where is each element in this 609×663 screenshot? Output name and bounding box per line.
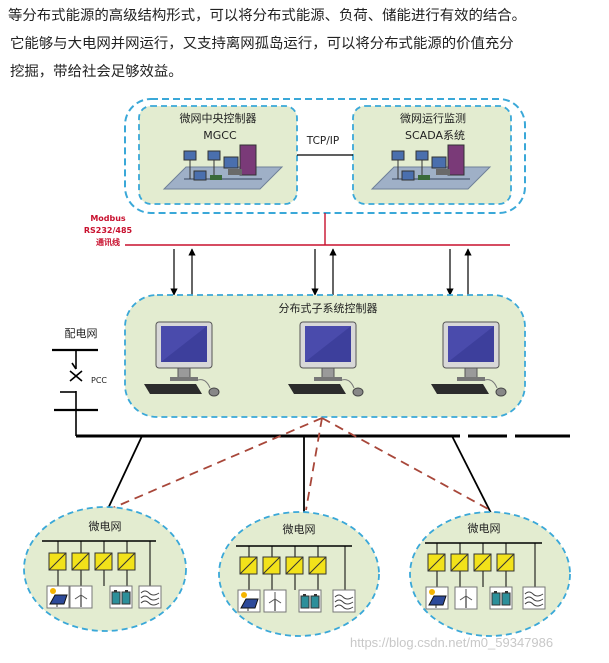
feeder-lines [104, 435, 493, 516]
converter-icon [285, 556, 304, 575]
load-icon [138, 585, 162, 609]
watermark: https://blog.csdn.net/m0_59347986 [350, 635, 554, 650]
solar-panel-icon [425, 586, 449, 610]
battery-icon [489, 586, 513, 610]
modbus-label-line2: RS232/485 [84, 226, 133, 235]
subsystem-title: 分布式子系统控制器 [279, 301, 378, 315]
pcc-switch [52, 348, 98, 436]
bus-arrows [170, 248, 472, 296]
intro-line-3: 挖掘，带给社会足够效益。 [10, 64, 183, 80]
converter-icon [239, 556, 258, 575]
mgcc-subtitle: MGCC [203, 129, 237, 142]
wind-turbine-icon [454, 586, 478, 610]
load-icon [522, 586, 546, 610]
wind-turbine-icon [263, 589, 287, 613]
tcpip-label: TCP/IP [306, 135, 339, 147]
subsystem-controller-panel: 分布式子系统控制器 [124, 294, 526, 418]
microgrid-label: 微电网 [283, 522, 316, 536]
load-icon [332, 589, 356, 613]
modbus-label-line3: 通讯线 [96, 237, 120, 247]
intro-line-2: 它能够与大电网并网运行，又支持离网孤岛运行，可以将分布式能源的价值充分 [10, 36, 514, 52]
scada-panel: 微网运行监测 SCADA系统 [352, 105, 512, 205]
converter-icon [308, 556, 327, 575]
scada-title: 微网运行监测 [400, 111, 466, 125]
grid-label: 配电网 [65, 327, 98, 340]
battery-icon [109, 585, 133, 609]
converter-icon [262, 556, 281, 575]
converter-icon [450, 553, 469, 572]
converter-icon [94, 552, 113, 571]
converter-icon [48, 552, 67, 571]
wind-turbine-icon [69, 585, 93, 609]
battery-icon [298, 589, 322, 613]
intro-line-1: 等分布式能源的高级结构形式，可以将分布式能源、负荷、储能进行有效的结合。 [8, 8, 527, 24]
intro-text: 等分布式能源的高级结构形式，可以将分布式能源、负荷、储能进行有效的结合。 它能够… [8, 2, 604, 86]
converter-icon [496, 553, 515, 572]
microgrid-circle-2: 微电网 [218, 511, 380, 637]
mgcc-title: 微网中央控制器 [180, 111, 257, 125]
converter-icon [427, 553, 446, 572]
microgrid-circle-3: 微电网 [409, 511, 571, 637]
pcc-label: PCC [91, 376, 107, 385]
mgcc-panel: 微网中央控制器 MGCC [138, 105, 298, 205]
modbus-label-line1: Modbus [90, 214, 126, 223]
solar-panel-icon [237, 589, 261, 613]
solar-panel-icon [46, 585, 70, 609]
scada-subtitle: SCADA系统 [405, 129, 465, 142]
converter-icon [473, 553, 492, 572]
microgrid-label: 微电网 [468, 521, 501, 535]
control-links [107, 417, 491, 511]
microgrid-label: 微电网 [89, 519, 122, 533]
converter-icon [71, 552, 90, 571]
microgrid-circle-1: 微电网 [23, 506, 187, 632]
converter-icon [117, 552, 136, 571]
